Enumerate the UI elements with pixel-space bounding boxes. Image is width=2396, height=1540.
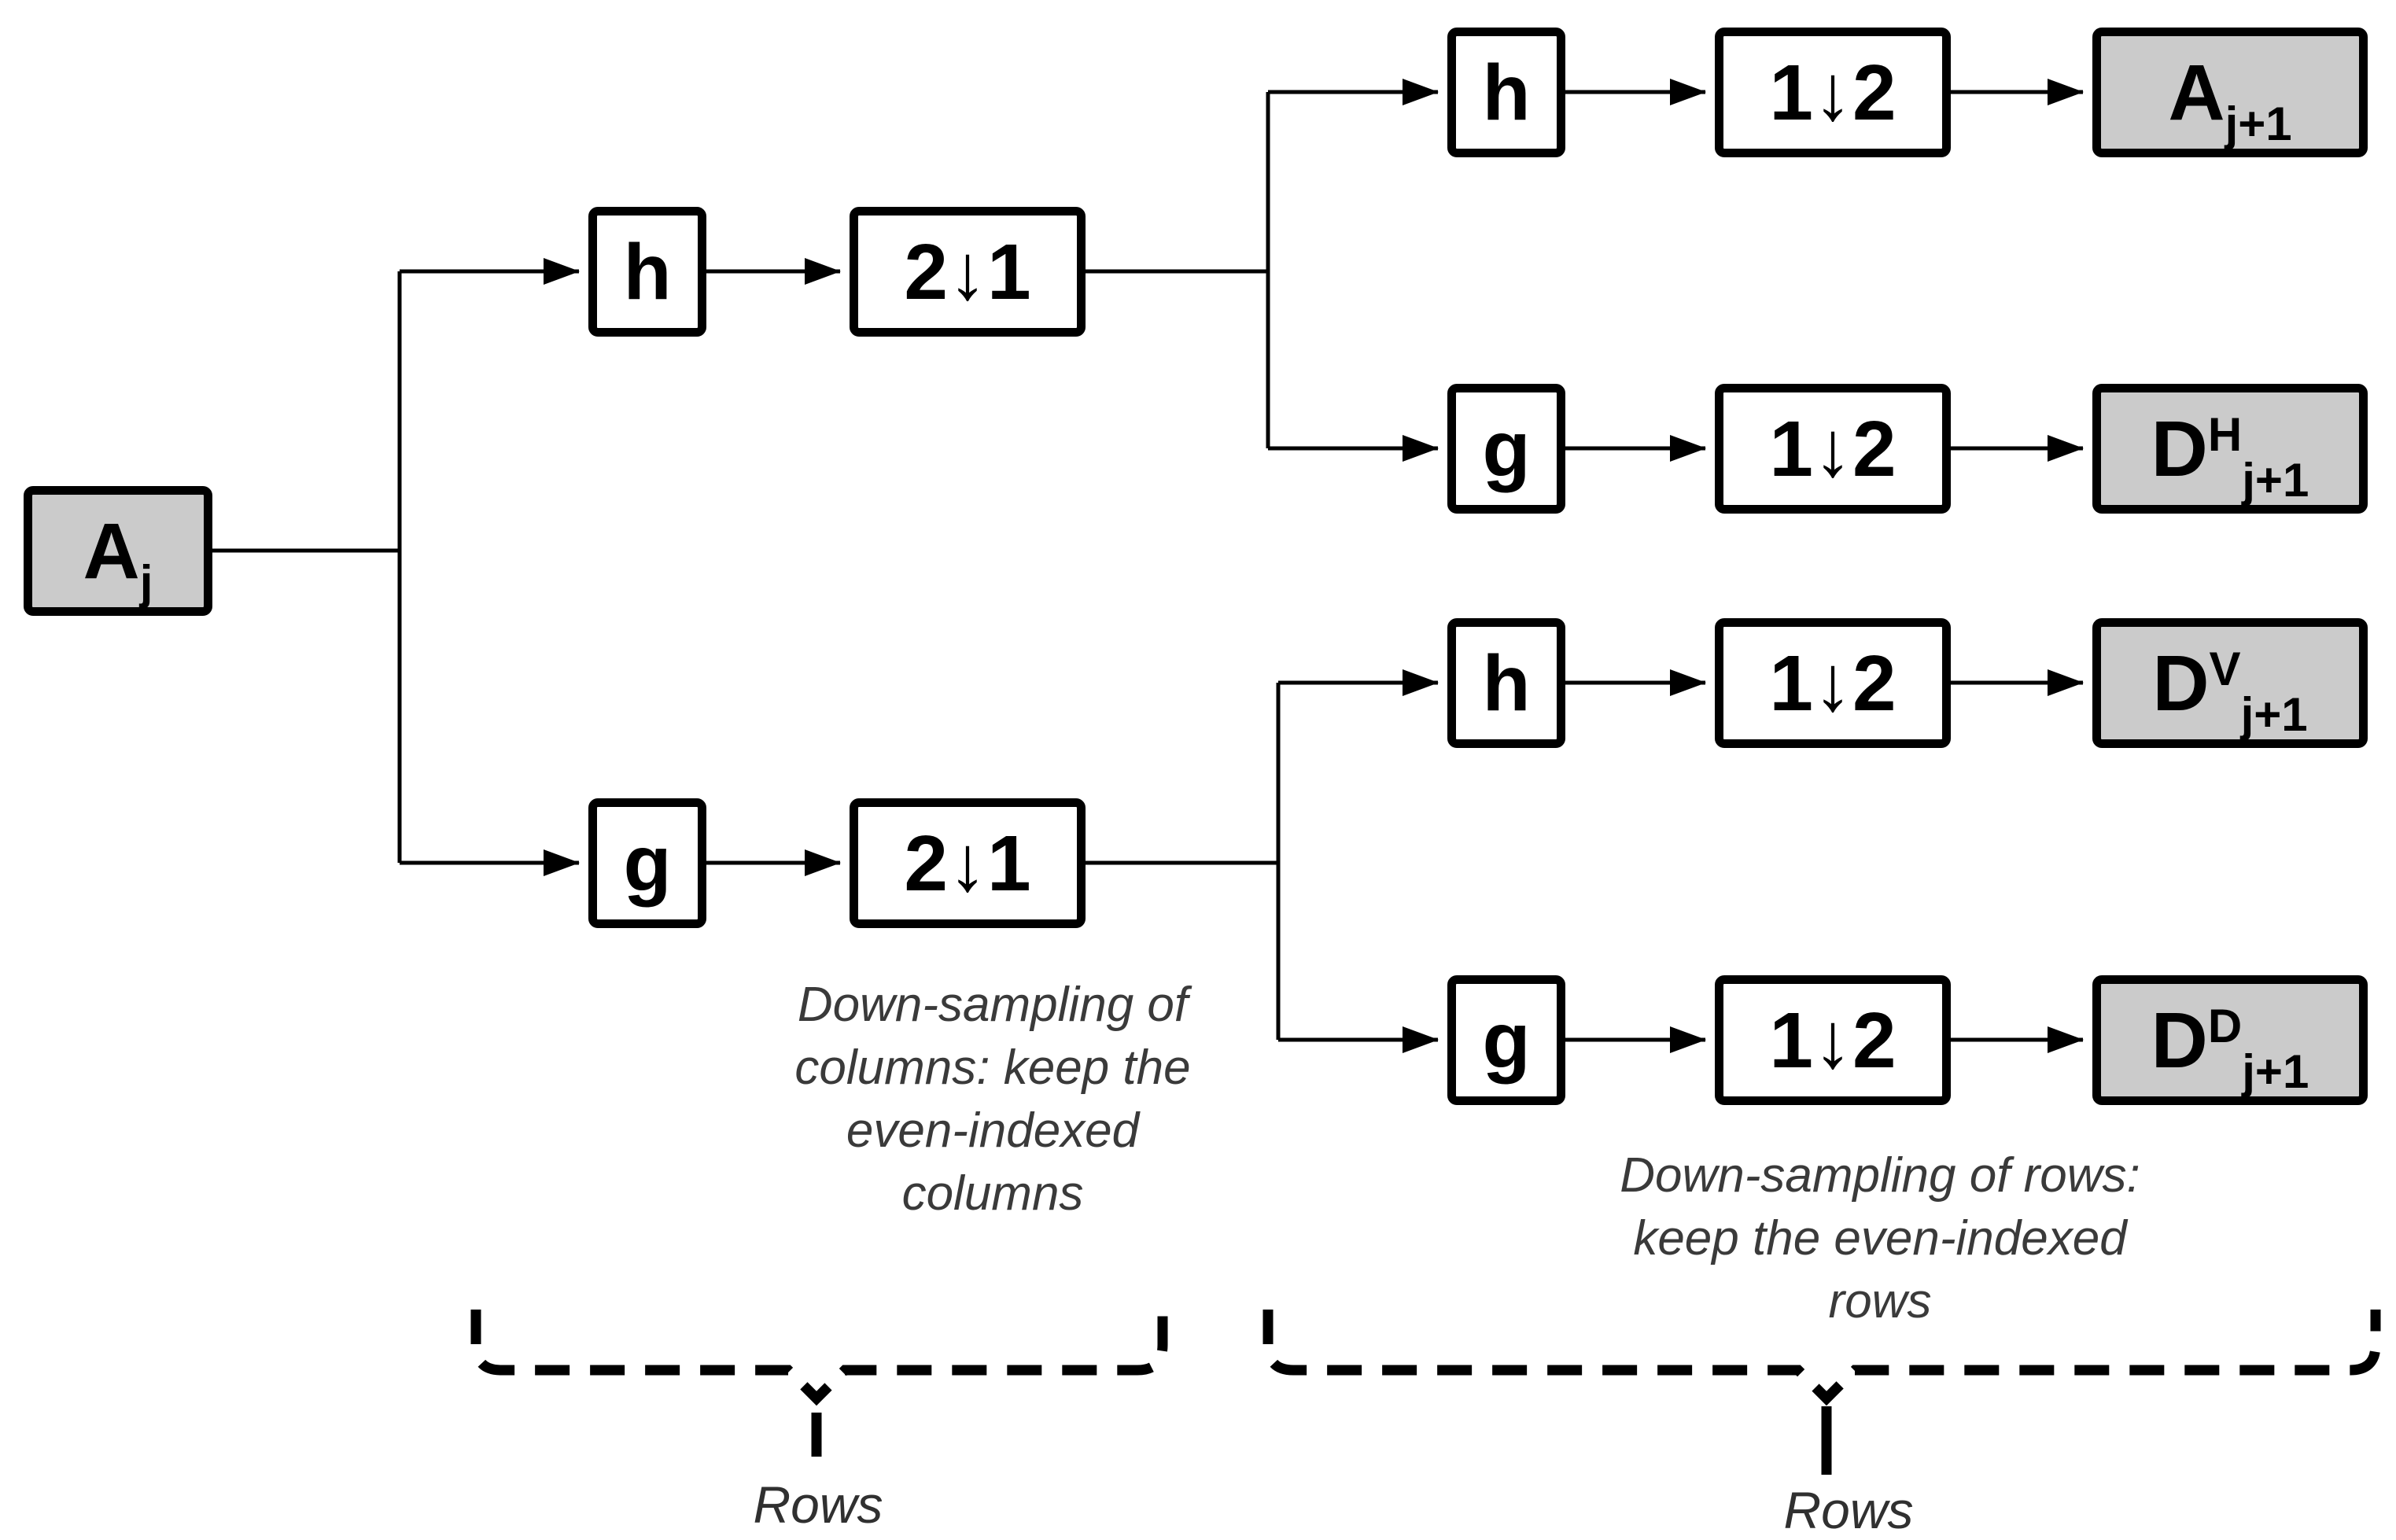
node-h-filter-row3: h xyxy=(1447,618,1565,748)
node-downsample-rows-row2: 1↓2 xyxy=(1715,384,1951,514)
node-downsample-columns-top-label: 2↓1 xyxy=(904,233,1030,311)
label-sub: j+1 xyxy=(2242,453,2309,507)
label-sup: V xyxy=(2209,642,2241,695)
label-main: g xyxy=(623,819,672,908)
right-dashed-brace xyxy=(1263,1310,2381,1406)
node-downsample-rows-row3: 1↓2 xyxy=(1715,618,1951,748)
label-main: D xyxy=(2151,996,2208,1085)
rows-downsampling-note: Down-sampling of rows: keep the even-ind… xyxy=(1620,1148,2140,1328)
node-h-filter-top-label: h xyxy=(623,233,671,311)
node-downsample-rows-row4-label: 1↓2 xyxy=(1769,1001,1896,1080)
node-h-filter-row3-label: h xyxy=(1482,644,1530,723)
label-main: h xyxy=(623,227,672,316)
label-main: A xyxy=(2168,48,2225,137)
label-main: 1↓2 xyxy=(1769,48,1897,137)
node-downsample-rows-row2-label: 1↓2 xyxy=(1769,410,1896,488)
label-main: 1↓2 xyxy=(1769,996,1897,1085)
label-main: A xyxy=(83,507,140,595)
node-output-detail-vertical: DVj+1 xyxy=(2092,618,2368,748)
node-g-filter-row2-label: g xyxy=(1482,410,1530,488)
node-output-detail-horizontal-label: DHj+1 xyxy=(2151,407,2309,504)
left-dashed-brace xyxy=(470,1310,1168,1406)
node-output-detail-horizontal: DHj+1 xyxy=(2092,384,2368,514)
right-brace-rows-label: Rows xyxy=(1783,1481,1914,1539)
node-downsample-rows-row3-label: 1↓2 xyxy=(1769,644,1896,723)
node-g-filter-row2: g xyxy=(1447,384,1565,514)
node-h-filter-row1-label: h xyxy=(1482,53,1530,132)
left-brace-rows-label: Rows xyxy=(753,1476,883,1534)
under-braces xyxy=(470,1310,2381,1475)
node-output-detail-diagonal-label: DDj+1 xyxy=(2151,999,2309,1096)
label-main: h xyxy=(1482,48,1531,137)
label-main: 1↓2 xyxy=(1769,639,1897,728)
node-g-filter-bottom-label: g xyxy=(623,824,671,903)
node-downsample-columns-bottom: 2↓1 xyxy=(850,798,1086,928)
label-main: D xyxy=(2152,639,2210,728)
label-sup: D xyxy=(2207,999,2243,1052)
label-main: 2↓1 xyxy=(904,227,1031,316)
label-main: 2↓1 xyxy=(904,819,1031,908)
node-input-aj-label: Aj xyxy=(83,512,153,606)
signal-paths xyxy=(212,79,2084,1053)
node-output-approximation: Aj+1 xyxy=(2092,28,2368,157)
label-main: g xyxy=(1482,404,1531,493)
label-main: 1↓2 xyxy=(1769,404,1897,493)
node-downsample-rows-row4: 1↓2 xyxy=(1715,975,1951,1105)
node-h-filter-row1: h xyxy=(1447,28,1565,157)
node-output-detail-diagonal: DDj+1 xyxy=(2092,975,2368,1105)
node-downsample-columns-bottom-label: 2↓1 xyxy=(904,824,1030,903)
label-main: h xyxy=(1482,639,1531,728)
node-downsample-columns-top: 2↓1 xyxy=(850,207,1086,337)
node-downsample-rows-row1-label: 1↓2 xyxy=(1769,53,1896,132)
label-sub: j+1 xyxy=(2242,1044,2309,1098)
label-main: g xyxy=(1482,996,1531,1085)
node-downsample-rows-row1: 1↓2 xyxy=(1715,28,1951,157)
node-output-detail-vertical-label: DVj+1 xyxy=(2152,642,2307,739)
node-g-filter-row4: g xyxy=(1447,975,1565,1105)
label-sub: j xyxy=(139,555,153,609)
node-g-filter-bottom: g xyxy=(588,798,706,928)
columns-downsampling-note: Down-sampling of columns: keep the even-… xyxy=(794,978,1191,1221)
label-sub: j+1 xyxy=(2240,687,2308,741)
label-sub: j+1 xyxy=(2225,97,2292,150)
node-output-approximation-label: Aj+1 xyxy=(2168,53,2291,148)
node-input-aj: Aj xyxy=(24,486,212,616)
label-main: D xyxy=(2151,404,2208,493)
node-g-filter-row4-label: g xyxy=(1482,1001,1530,1080)
label-sup: H xyxy=(2207,407,2243,461)
node-h-filter-top: h xyxy=(588,207,706,337)
